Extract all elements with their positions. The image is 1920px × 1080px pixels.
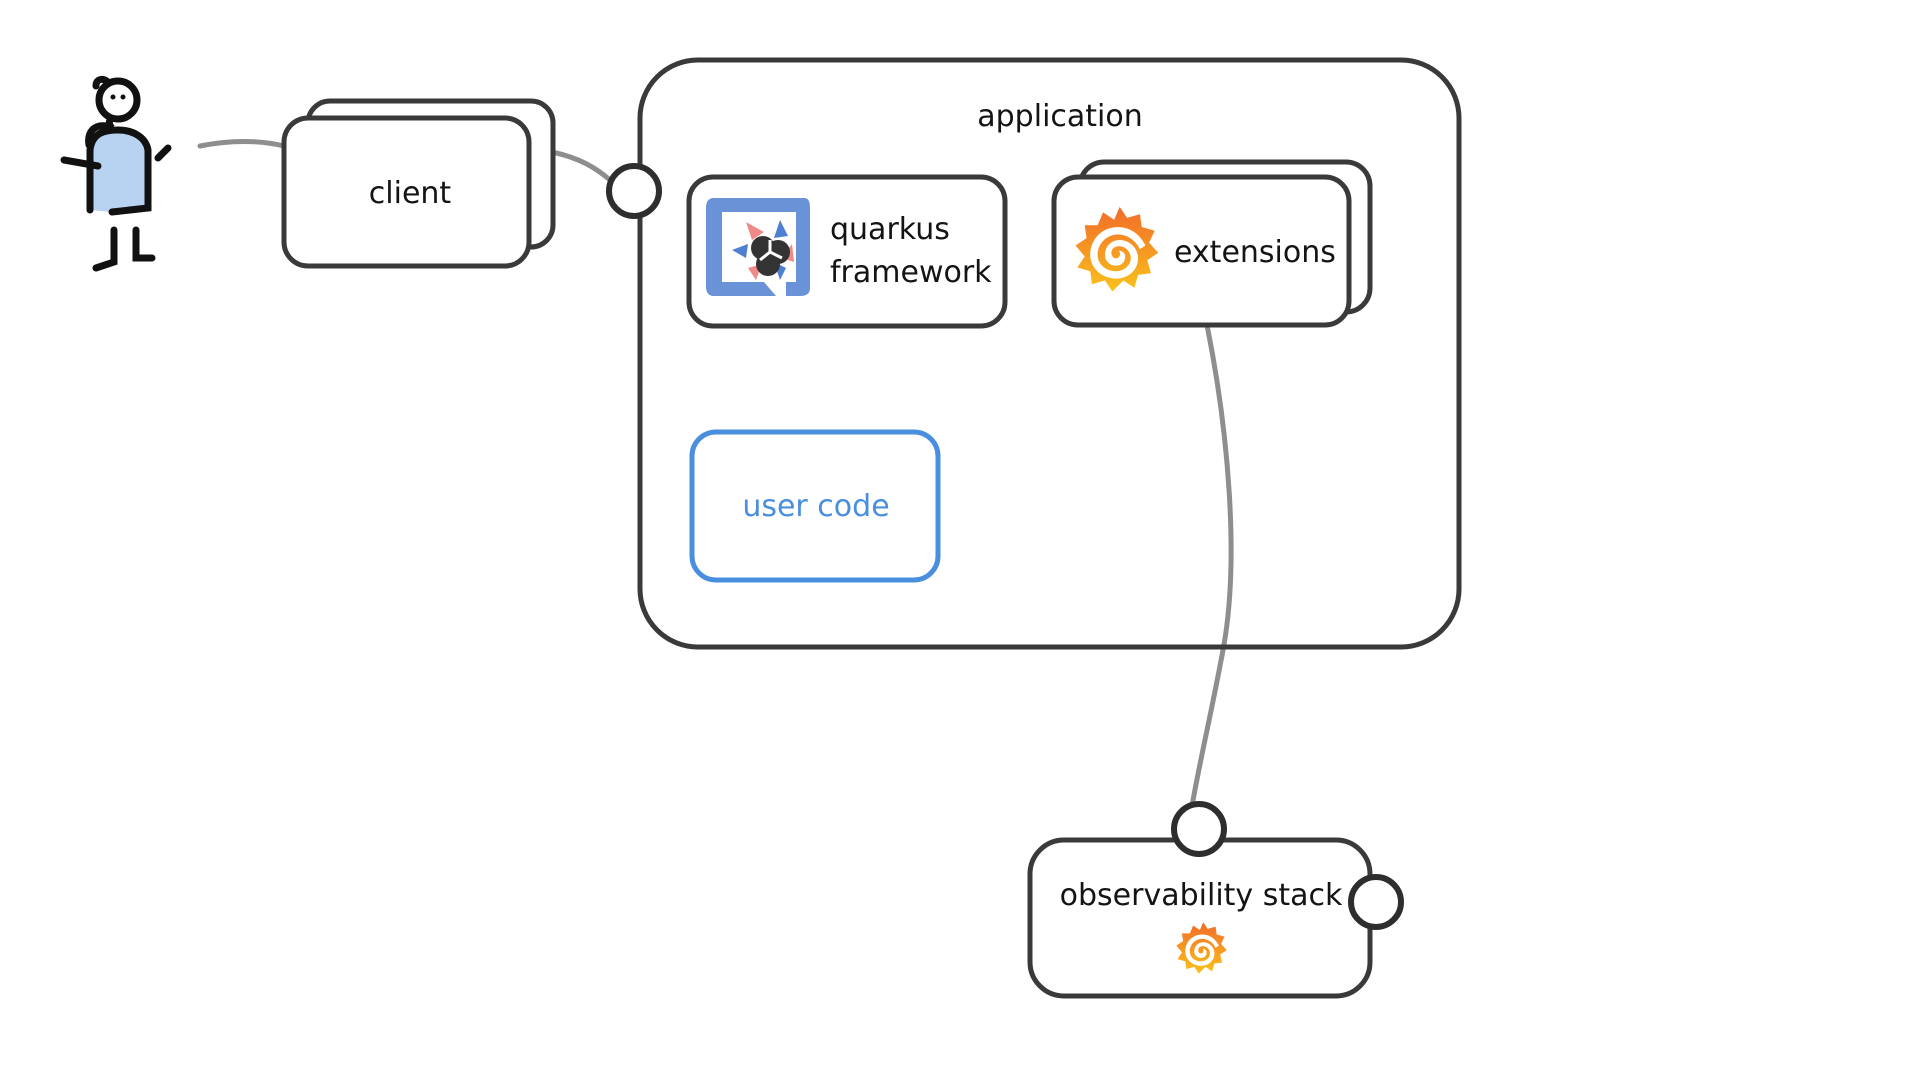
edge-client-application xyxy=(549,149,613,183)
edge-actor-client xyxy=(197,139,287,149)
extensions-node[interactable] xyxy=(1051,159,1373,328)
observability-node[interactable] xyxy=(1027,837,1373,999)
quarkus-label-line1: quarkus xyxy=(830,212,950,247)
quarkus-logo-icon xyxy=(706,198,810,296)
application-container[interactable] xyxy=(637,57,1462,650)
observability-label: observability stack xyxy=(1059,878,1343,913)
observability-port-top-icon xyxy=(1171,801,1227,857)
extensions-label: extensions xyxy=(1174,235,1336,270)
user-code-label: user code xyxy=(742,489,890,524)
user-code-node[interactable] xyxy=(689,429,941,583)
client-node[interactable] xyxy=(281,98,556,269)
client-label: client xyxy=(368,176,452,211)
observability-port-right-icon xyxy=(1348,874,1404,930)
user-actor-icon xyxy=(60,75,172,272)
quarkus-label-line2: framework xyxy=(830,255,992,290)
application-port-icon xyxy=(606,163,662,219)
edge-extensions-observability xyxy=(1189,322,1234,809)
application-label: application xyxy=(977,99,1143,134)
